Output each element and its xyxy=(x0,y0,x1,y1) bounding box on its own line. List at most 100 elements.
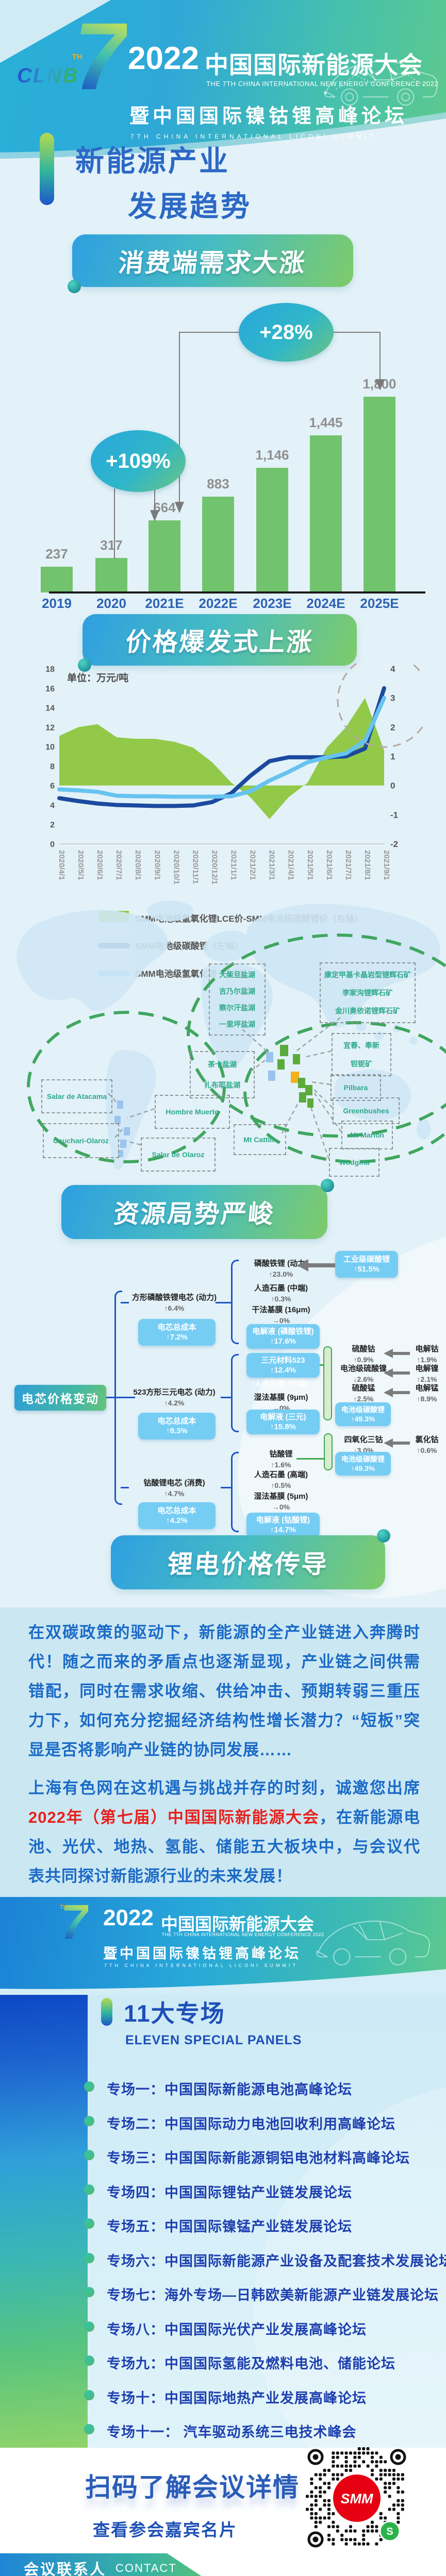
banner-resource: 资源局势严峻 xyxy=(61,1185,327,1239)
clnb-logo: CLNB xyxy=(17,64,79,87)
node-cobalt-chloride: 氯化钴↑0.6% xyxy=(415,1435,439,1454)
axis-year: 2021E xyxy=(145,596,184,611)
down-arrow-icon xyxy=(375,379,385,391)
map-label: 吉乃尔盐湖 xyxy=(219,987,255,995)
intro-paragraph: 在双碳政策的驱动下，新能源的全产业链进入奔腾时代！随之而来的矛盾点也逐渐显现，产… xyxy=(28,1623,420,1759)
map-label: 察尔汗盐湖 xyxy=(219,1004,255,1012)
axis-year: 2025E xyxy=(360,596,399,611)
svg-text:2020/8/1: 2020/8/1 xyxy=(134,850,142,880)
map-box-atacama: Salar de Atacama xyxy=(41,1079,112,1113)
wireframe-car-icon xyxy=(316,1920,430,1965)
node-electrolyte-lco-box: 电解液 (钴酸锂)↑14.7% xyxy=(246,1513,320,1537)
tree-connector xyxy=(216,1302,231,1303)
left-arrow-icon xyxy=(384,1388,393,1397)
invitation-paragraph: 上海有色网在这机遇与挑战并存的时刻，诚邀您出席2022年（第七届）中国国际新能源… xyxy=(28,1773,420,1891)
branch-lco-brace xyxy=(231,1452,239,1532)
bottom-hero-curve xyxy=(0,1969,446,1995)
map-box-hombre-muerto: Hombre Muerto xyxy=(155,1095,230,1129)
bar-axis-line xyxy=(49,591,425,594)
lco-sub-brace xyxy=(324,1433,333,1470)
scan-qr-title: 扫码了解会议详情 xyxy=(85,2473,300,2502)
arrow-tail xyxy=(393,1442,410,1445)
map-label: 钽铌矿 xyxy=(351,1060,372,1068)
map-box-cauchari-olaroz: Cauchari-Olaroz xyxy=(43,1123,119,1158)
annotation-line xyxy=(179,332,240,333)
node-cobalt-sulfate: 硫酸钴↑0.9% xyxy=(352,1345,375,1364)
bar-2021e xyxy=(148,520,180,592)
panel-item-1: 专场一：中国国际新能源电池高峰论坛 xyxy=(107,2082,352,2097)
node-lfp-cathode: 磷酸铁锂 (动力)↑23.0% xyxy=(254,1259,308,1278)
panel-item-2: 专场二：中国国际动力电池回收利用高峰论坛 xyxy=(107,2116,395,2132)
invitation-text: ，在新能源电池、光伏、地热、氢能、储能五大板块中，与会议代表共同探讨新能源行业的… xyxy=(28,1808,421,1885)
panel-bullet xyxy=(84,2321,94,2332)
invitation-highlight: 2022年（第七届）中国国际新能源大会 xyxy=(28,1808,320,1826)
hero-subtitle-en: THE 7TH CHINA INTERNATIONAL NEW ENERGY C… xyxy=(206,80,439,88)
node-dry-separator: 干法基膜 (16μm)→0% xyxy=(252,1306,310,1325)
bar-2019 xyxy=(41,566,73,592)
logo-th-badge: TH xyxy=(72,53,82,61)
panel-bullet xyxy=(84,2253,94,2263)
panel-item-3: 专场三：中国国际新能源铜铝电池材料高峰论坛 xyxy=(107,2150,410,2166)
panel-bullet xyxy=(84,2150,94,2160)
svg-text:2020/10/1: 2020/10/1 xyxy=(172,850,180,885)
tree-connector xyxy=(106,1397,135,1398)
svg-text:1: 1 xyxy=(390,752,395,761)
bar-value: 237 xyxy=(45,546,68,562)
node-electrolyte-ncm-box: 电解液 (三元)↑15.8% xyxy=(246,1410,320,1434)
hero-year: 2022 xyxy=(128,41,199,76)
node-electrolytic-cobalt: 电解钴↑1.9% xyxy=(415,1345,439,1364)
logo-th-badge: TH xyxy=(60,1904,68,1910)
world-map xyxy=(16,901,446,1170)
decorative-ribbon-strip xyxy=(0,1995,88,2448)
bar-2020 xyxy=(95,558,127,592)
map-box-china-tantalum: 宜春、奉新 钽铌矿 xyxy=(332,1033,391,1076)
node-wet-separator-5: 湿法基膜 (5μm)→0% xyxy=(254,1492,308,1511)
svg-text:2020/7/1: 2020/7/1 xyxy=(114,850,123,880)
node-graphite-mid-2: 人造石墨 (中端)↑0.3% xyxy=(254,1380,308,1399)
bar-2022e xyxy=(202,496,234,592)
bar-value: 1,445 xyxy=(309,414,343,430)
axis-year: 2024E xyxy=(306,596,345,611)
node-electrolytic-manganese: 电解锰↑8.9% xyxy=(415,1384,439,1403)
growth-badge-28: +28% xyxy=(239,303,334,362)
svg-text:2020/5/1: 2020/5/1 xyxy=(76,850,85,880)
left-arrow-icon xyxy=(297,1259,308,1272)
tree-main-brace xyxy=(114,1291,122,1505)
wireframe-car-icon xyxy=(324,60,438,106)
arrow-tail xyxy=(308,1263,335,1267)
growth-badge-109: +109% xyxy=(91,430,186,492)
map-box-greenbushes: Greenbushes xyxy=(333,1097,400,1124)
contact-ribbon: 会议联系人 CONTACT xyxy=(0,2553,211,2576)
hero-title-cn: 中国国际新能源大会 xyxy=(205,52,423,78)
panel-item-7: 专场七：海外专场—日韩欧美新能源产业链发展论坛 xyxy=(107,2287,439,2303)
bar-value: 664 xyxy=(153,499,176,515)
map-box-mt-cattlin: Mt Cattlin xyxy=(234,1124,286,1155)
svg-text:14: 14 xyxy=(45,704,55,713)
intro-pill-decoration xyxy=(40,133,54,205)
tree-connector xyxy=(320,1364,323,1366)
tree-root: 电芯价格变动 xyxy=(14,1385,106,1411)
logo-seven: 7 xyxy=(74,4,127,110)
map-label: 金川奥依诺锂辉石矿 xyxy=(335,1007,400,1015)
bar-value: 1,146 xyxy=(255,447,289,463)
map-label: 李家沟锂辉石矿 xyxy=(342,988,393,997)
svg-text:-1: -1 xyxy=(390,810,398,820)
branch-ncm-cost-box: 电芯总成本↑8.3% xyxy=(138,1413,216,1439)
map-box-pilbara: Pilbara xyxy=(331,1074,381,1101)
svg-text:2020/4/1: 2020/4/1 xyxy=(57,850,66,880)
panel-bullet xyxy=(84,2424,94,2434)
svg-text:2021/1/1: 2021/1/1 xyxy=(229,850,238,880)
map-box-mt-marion: Mt Marion xyxy=(341,1121,393,1149)
svg-text:0: 0 xyxy=(50,840,55,849)
bar-2023e xyxy=(256,468,288,592)
map-label: 康定甲基卡晶岩型锂辉石矿 xyxy=(324,970,411,979)
svg-text:10: 10 xyxy=(45,743,55,752)
branch-ncm-cell: 523方形三元电芯 (动力)↑4.2% xyxy=(133,1388,216,1407)
map-label: 大柴旦盐湖 xyxy=(219,971,255,979)
branch-lfp-cost-box: 电芯总成本↑7.2% xyxy=(138,1319,216,1346)
svg-text:4: 4 xyxy=(50,801,55,810)
svg-text:3: 3 xyxy=(390,693,395,703)
panel-item-9: 专场九：中国国际氢能及燃料电池、储能论坛 xyxy=(107,2356,395,2371)
paragraph-background xyxy=(0,1607,446,1897)
map-box-salar-de-olaroz: Salar de Olaroz xyxy=(141,1138,216,1172)
